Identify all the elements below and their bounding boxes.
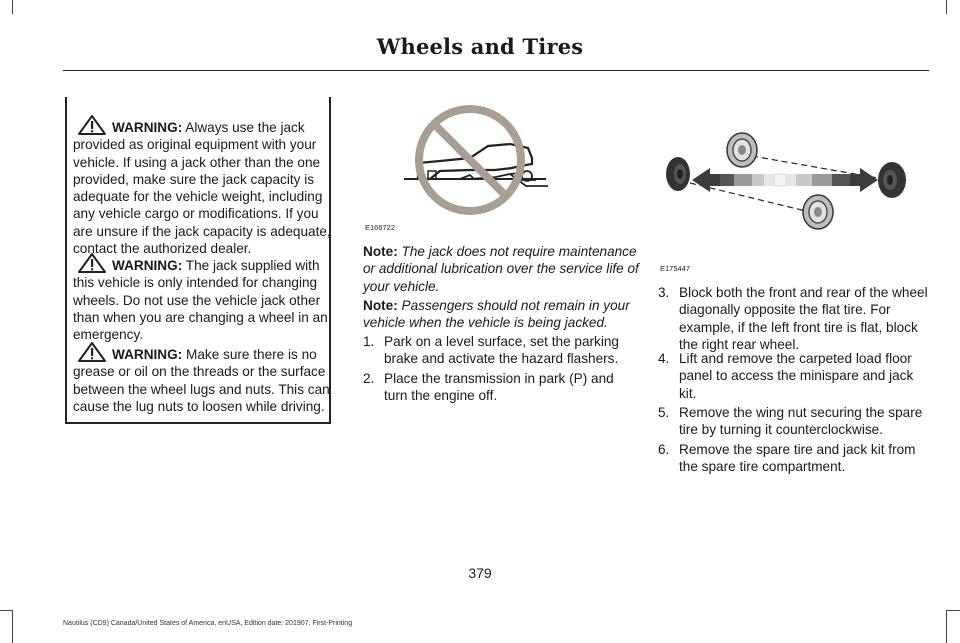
warning-label: WARNING: — [112, 120, 183, 135]
footer-text: Nautilus (CD9) Canada/United States of A… — [63, 620, 353, 627]
crop-mark-top-left — [12, 0, 13, 14]
step-text: Block both the front and rear of the whe… — [679, 285, 928, 352]
list-item: 4. Lift and remove the carpeted load flo… — [658, 350, 930, 410]
list-item: 6. Remove the spare tire and jack kit fr… — [658, 441, 930, 481]
note: Note: Passengers should not remain in yo… — [363, 297, 643, 332]
figure-id: E175447 — [660, 264, 691, 273]
step-text: Park on a level surface, set the parking… — [384, 334, 619, 367]
warning-block: WARNING: Make sure there is no grease or… — [73, 342, 335, 415]
warning-block: WARNING: Always use the jack provided as… — [73, 115, 335, 257]
crop-mark-bottom-right-v — [946, 610, 947, 643]
note-label: Note: — [363, 298, 398, 313]
figure-diagonal-wheel-blocking — [660, 128, 922, 246]
note-text: Passengers should not remain in your veh… — [363, 298, 630, 331]
figure-no-crawling-under-vehicle — [400, 100, 550, 225]
step-text: Remove the spare tire and jack kit from … — [679, 442, 916, 475]
note-text: The jack does not require maintenance or… — [363, 244, 639, 294]
warnings-box: WARNING: Always use the jack provided as… — [65, 97, 331, 424]
step-number: 6. — [658, 442, 670, 457]
page-title: Wheels and Tires — [376, 34, 584, 59]
crop-mark-bottom-right — [946, 610, 960, 611]
figure-id: E166722 — [365, 223, 396, 232]
warning-text: Always use the jack provided as original… — [73, 120, 331, 257]
step-number: 2. — [363, 371, 375, 386]
page-number: 379 — [468, 565, 492, 581]
crop-mark-bottom-left — [0, 610, 12, 611]
step-text: Place the transmission in park (P) and t… — [384, 371, 614, 404]
warning-label: WARNING: — [112, 258, 183, 273]
list-item: 2. Place the transmission in park (P) an… — [363, 370, 633, 410]
warning-block: WARNING: The jack supplied with this veh… — [73, 253, 335, 343]
list-item: 5. Remove the wing nut securing the spar… — [658, 404, 930, 444]
step-text: Lift and remove the carpeted load floor … — [679, 351, 914, 401]
step-number: 5. — [658, 405, 670, 420]
step-number: 1. — [363, 334, 375, 349]
warning-text: Make sure there is no grease or oil on t… — [73, 347, 330, 414]
header-rule — [63, 70, 929, 71]
warning-label: WARNING: — [112, 347, 183, 362]
warning-triangle-icon — [77, 115, 107, 135]
crop-mark-bottom-left-v — [12, 610, 13, 643]
note: Note: The jack does not require maintena… — [363, 243, 643, 295]
warning-triangle-icon — [77, 253, 107, 273]
warning-triangle-icon — [77, 342, 107, 362]
list-item: 1. Park on a level surface, set the park… — [363, 333, 633, 373]
crop-mark-top-right — [946, 0, 947, 14]
step-number: 3. — [658, 285, 670, 300]
note-label: Note: — [363, 244, 398, 259]
step-text: Remove the wing nut securing the spare t… — [679, 405, 923, 438]
list-item: 3. Block both the front and rear of the … — [658, 284, 930, 352]
step-number: 4. — [658, 351, 670, 366]
warning-text: The jack supplied with this vehicle is o… — [73, 258, 328, 343]
